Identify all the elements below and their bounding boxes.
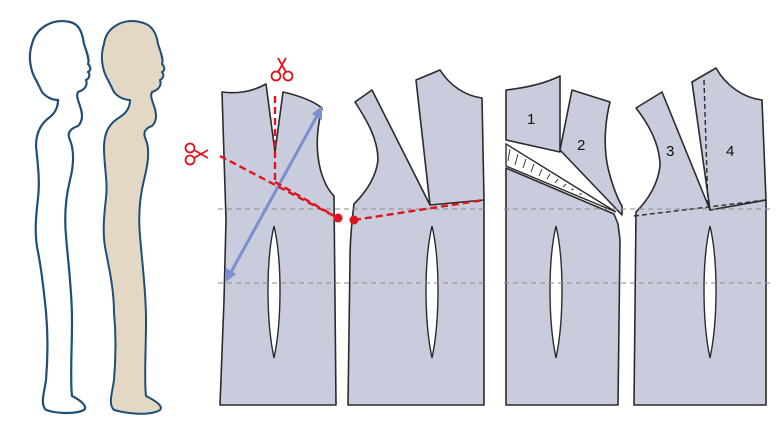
pattern-piece-original-right [347,69,485,406]
piece-label-1: 1 [527,111,535,128]
pattern-piece-rotated-right [633,67,767,406]
pivot-point [333,213,343,223]
scissors-icon [270,57,294,82]
cut-lines [219,96,485,222]
piece-label-2: 2 [577,137,585,154]
figure-outline-silhouette [28,20,92,415]
piece-label-3: 3 [666,143,674,160]
measure-arrow [226,106,322,282]
scissors-icon [184,142,209,166]
piece-label-4: 4 [726,143,734,160]
waist-darts [267,225,717,359]
figure-filled-silhouette [100,20,166,415]
hatch-lines [507,148,582,195]
pattern-piece-rotated-left [505,75,623,406]
pivot-point [349,215,359,225]
